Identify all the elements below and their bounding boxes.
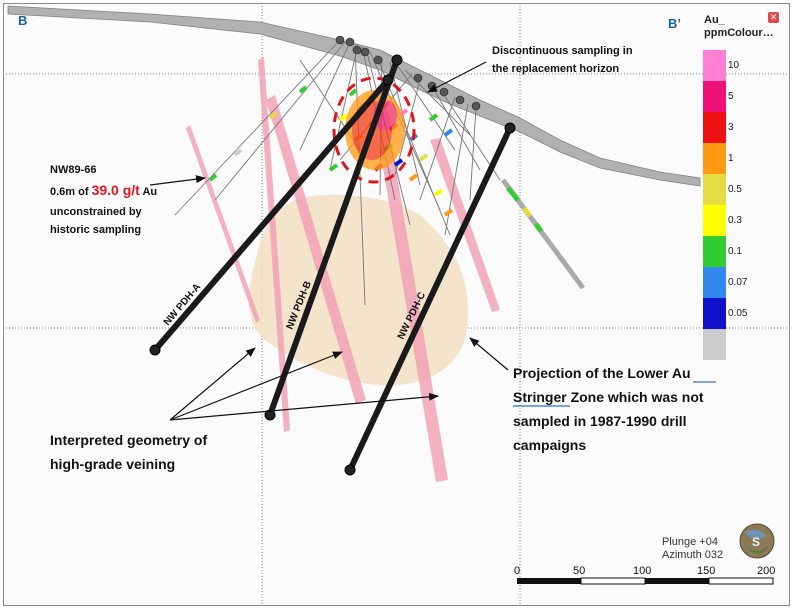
scale-bar: 0 50 100 150 200 (514, 565, 775, 585)
legend-title-line-1: Au_ (704, 14, 725, 26)
callout-interpreted-line-2: high-grade veining (50, 456, 175, 472)
legend-swatch (703, 205, 726, 236)
legend-label: 0.07 (728, 276, 748, 288)
scale-tick-50: 50 (573, 565, 585, 577)
legend-swatch (703, 50, 726, 81)
drill-hole-pdh-b (267, 57, 400, 418)
legend-swatch (703, 143, 726, 174)
legend-title: Au_ ppmColour… (704, 14, 774, 40)
callout-projection-line-1: Projection of the Lower Au (513, 365, 691, 381)
legend-label: 0.1 (728, 245, 742, 257)
legend-swatch (703, 329, 726, 360)
vein-3 (266, 95, 366, 404)
view-plunge: Plunge +04 (662, 536, 718, 548)
legend-label: 10 (728, 59, 740, 71)
topography-surface (7, 5, 701, 187)
callout-projection-line-2: Stringer Zone which was not (513, 389, 704, 405)
replacement-highlight-ellipse (332, 76, 416, 184)
close-icon[interactable]: ✕ (768, 12, 779, 23)
legend-swatch (703, 81, 726, 112)
legend-swatch (703, 298, 726, 329)
vein-2 (258, 57, 290, 432)
legend-label: 0.05 (728, 307, 748, 319)
scale-tick-150: 150 (697, 565, 715, 577)
vein-1 (186, 125, 260, 323)
scale-tick-200: 200 (757, 565, 775, 577)
scale-tick-0: 0 (514, 565, 520, 577)
sampled-hole-right (500, 178, 586, 290)
section-label-right: B’ (668, 16, 681, 31)
scale-tick-100: 100 (633, 565, 651, 577)
legend-label: 0.3 (728, 214, 742, 226)
callout-projection-line-4: campaigns (513, 437, 586, 453)
callout-projection-line-3: sampled in 1987-1990 drill (513, 413, 687, 429)
globe-logo-icon: S (739, 523, 775, 559)
legend-label: 1 (728, 152, 734, 164)
svg-text:S: S (752, 535, 760, 549)
legend-swatch (703, 174, 726, 205)
callout-nw8966-interval: 0.6m of 39.0 g/t Au (50, 182, 157, 198)
section-label-left: B (18, 13, 27, 28)
legend-label: 0.5 (728, 183, 742, 195)
au-ppm-legend: Au_ ppmColour… ✕ 10 5 3 1 0.5 0.3 0.1 0.07 0.05 (698, 12, 782, 360)
callout-nw8966-hole: NW89-66 (50, 164, 96, 176)
legend-label: 5 (728, 90, 734, 102)
callout-nw8966-line-3: unconstrained by (50, 206, 143, 218)
callout-discontinuous-arrow (427, 61, 487, 93)
drill-hole-pdh-c (347, 125, 513, 473)
callout-nw8966-arrow (149, 175, 206, 186)
callout-nw8966-line-4: historic sampling (50, 224, 141, 236)
callout-interpreted-arrows (169, 347, 439, 421)
legend-swatch (703, 267, 726, 298)
callout-discontinuous-line-2: the replacement horizon (492, 63, 619, 75)
drill-hole-markers (149, 54, 516, 476)
callout-interpreted-line-1: Interpreted geometry of (50, 432, 207, 448)
legend-swatch (703, 112, 726, 143)
drill-hole-pdh-a (152, 77, 391, 353)
legend-title-line-2: ppmColour… (704, 27, 774, 39)
view-azimuth: Azimuth 032 (662, 549, 723, 561)
callout-projection-arrow (469, 337, 509, 371)
callout-discontinuous-line-1: Discontinuous sampling in (492, 45, 633, 57)
legend-swatch (703, 236, 726, 267)
legend-label: 3 (728, 121, 734, 133)
planned-drill-holes (152, 57, 513, 473)
